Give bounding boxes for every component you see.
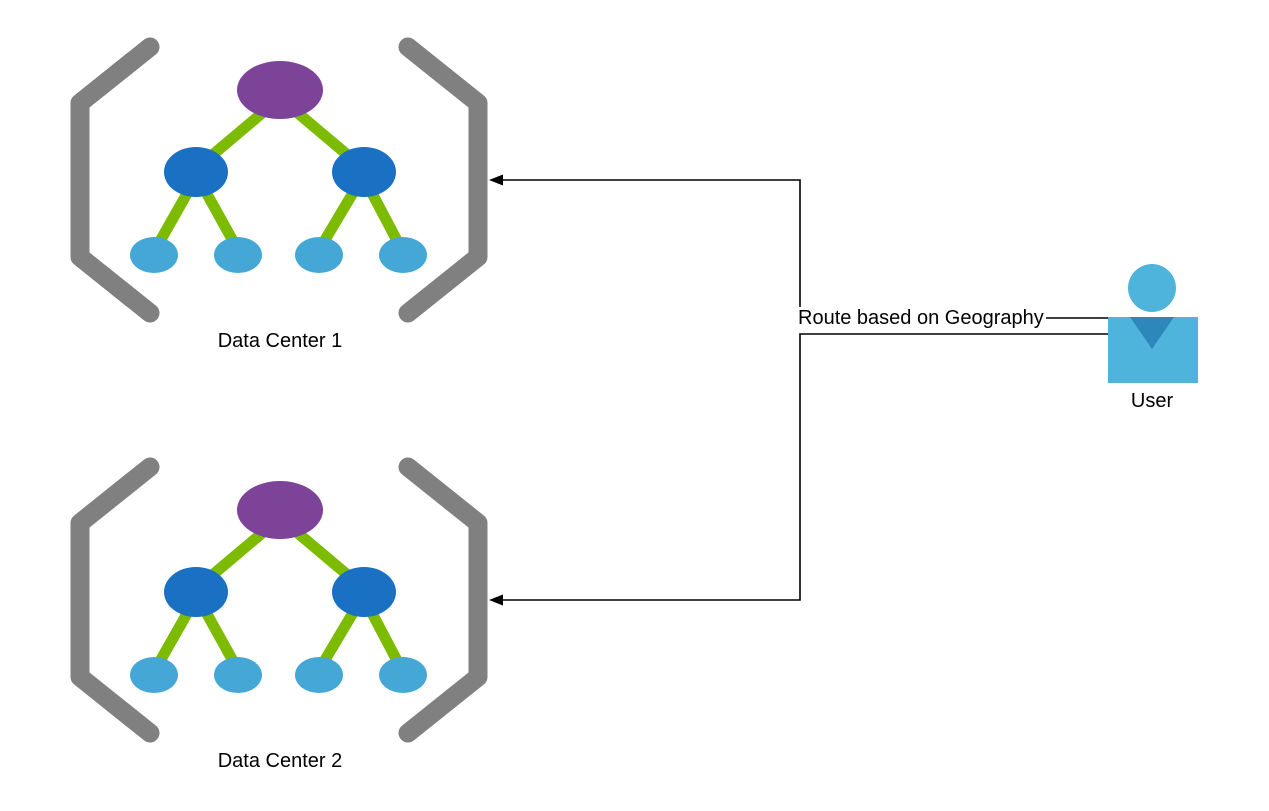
data-center-2-cluster [70,457,488,743]
user-head [1128,264,1176,312]
data-center-1-label: Data Center 1 [217,330,343,352]
arrowhead-dc1 [489,174,503,186]
leaf-node [130,237,178,273]
route-line-dc1 [503,179,1108,319]
data-center-1-cluster [70,37,488,323]
user-icon [1108,264,1198,383]
left-bracket [70,37,160,323]
user-label: User [1130,390,1174,412]
mid-node [164,567,228,617]
mid-node [332,567,396,617]
leaf-node [379,237,427,273]
leaf-node [295,657,343,693]
right-bracket [398,457,488,743]
root-node [237,61,323,119]
leaf-node [214,657,262,693]
user-collar-icon [1130,317,1174,349]
route-connector-label: Route based on Geography [796,307,1046,329]
leaf-node [214,237,262,273]
mid-node [332,147,396,197]
root-node [237,481,323,539]
leaf-node [130,657,178,693]
arrowhead-dc2 [489,594,503,606]
leaf-node [295,237,343,273]
left-bracket [70,457,160,743]
right-bracket [398,37,488,323]
connectors [489,174,1108,606]
route-line-dc2 [503,333,1108,601]
mid-node [164,147,228,197]
data-center-2-label: Data Center 2 [217,750,343,772]
leaf-node [379,657,427,693]
